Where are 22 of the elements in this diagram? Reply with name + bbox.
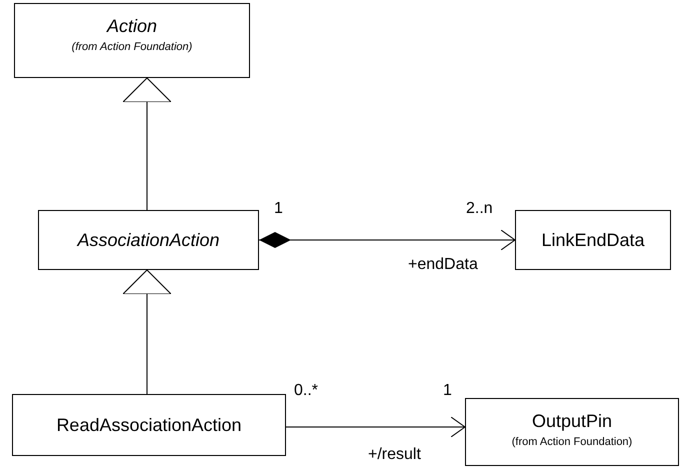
multiplicity-label: 1 (443, 382, 452, 400)
class-name: LinkEndData (541, 230, 645, 250)
package-note: (from Action Foundation) (512, 436, 632, 448)
class-box (515, 210, 671, 270)
multiplicity-label: 2..n (466, 200, 493, 218)
role-label: +/result (368, 446, 421, 464)
association-arrow (286, 416, 466, 438)
class-box (465, 398, 679, 466)
class-box (12, 394, 286, 456)
class-name: Action (106, 16, 158, 37)
multiplicity-label: 0..* (294, 382, 318, 400)
multiplicity-label: 1 (274, 200, 283, 218)
package-note: (from Action Foundation) (72, 41, 192, 53)
composition-arrow (258, 230, 516, 250)
class-name: OutputPin (532, 411, 612, 432)
generalization-arrow (122, 270, 172, 394)
class-name: AssociationAction (77, 230, 220, 250)
role-label: +endData (408, 256, 478, 274)
class-box (38, 210, 259, 270)
generalization-arrow (122, 78, 172, 210)
class-name: ReadAssociationAction (56, 414, 242, 436)
class-box (14, 3, 250, 78)
